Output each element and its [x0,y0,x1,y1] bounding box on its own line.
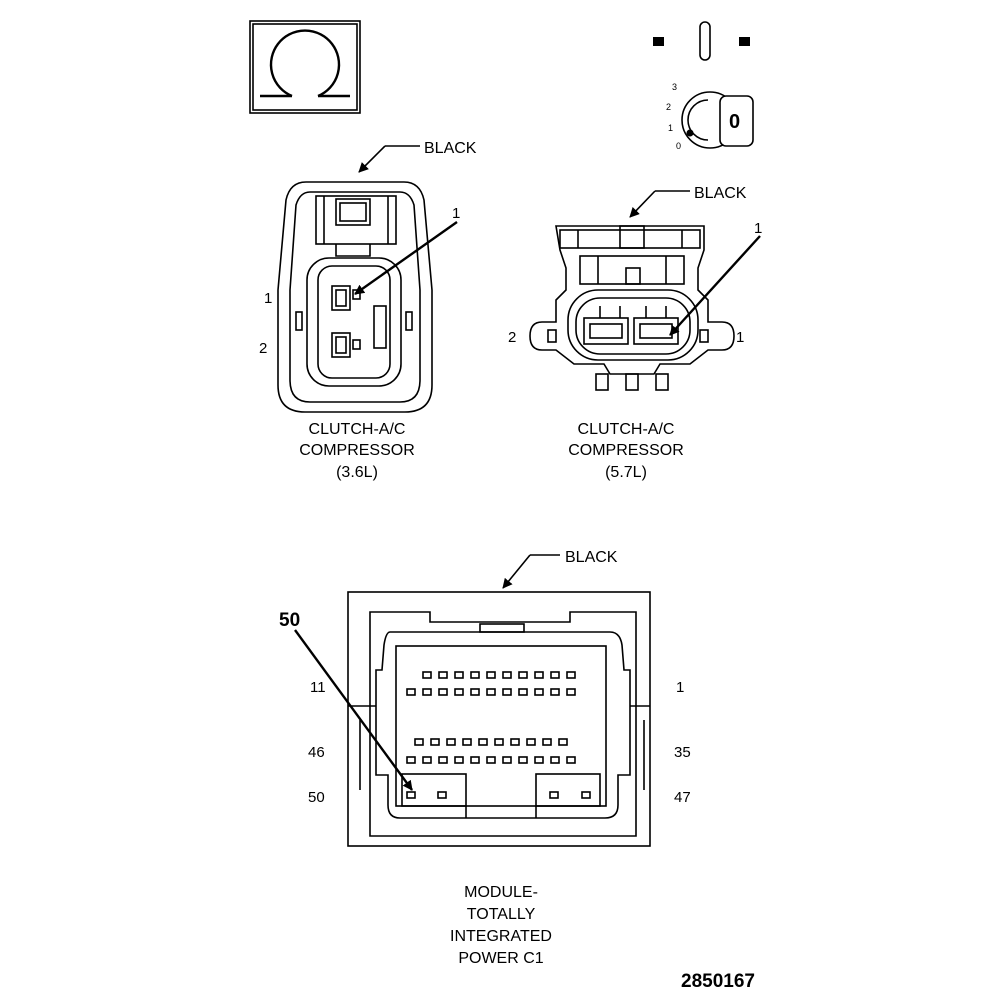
pin-cavity [478,738,488,746]
pin-cavity [438,756,448,764]
pin-cavity [494,738,504,746]
pin-label-47: 47 [674,789,691,806]
pin-cavity [510,738,520,746]
color-label: BLACK [565,549,618,566]
callout-pin-1: 1 [452,205,460,222]
pin-label-2: 2 [259,340,267,357]
ignition-key-icon: 3 2 1 0 0 [653,21,754,151]
callout-pin-1: 1 [754,220,762,237]
pin-cavity [437,791,447,799]
pin-cavity [518,688,528,696]
caption-line-1: MODULE- [464,884,538,901]
pin-cavity [462,738,472,746]
caption-line-2: COMPRESSOR [568,442,684,459]
pin-cavity [470,756,480,764]
pin-cavity [550,688,560,696]
pin-cavity [454,756,464,764]
callout-pin-50: 50 [279,610,300,631]
pin-cavity [438,671,448,679]
pin-label-1: 1 [736,329,744,346]
pin-cavity [566,671,576,679]
pin-cavity [438,688,448,696]
figure-id: 2850167 [681,971,755,992]
pin-cavity [470,688,480,696]
pin-cavity [422,671,432,679]
caption-line-3: (3.6L) [336,464,378,481]
pin-cavity [550,671,560,679]
pin-cavity [502,756,512,764]
connector-clutch-ac-5-7l: BLACK 1 2 1 CLUTCH-A/C COMPRESSOR (5.7L) [508,185,762,481]
pin-cavity [549,791,559,799]
caption-line-1: CLUTCH-A/C [309,421,406,438]
pin-cavity [406,688,416,696]
pin-cavity [581,791,591,799]
key-position-3: 3 [672,82,677,92]
pin-label-11: 11 [310,679,326,696]
pin-cavity [526,738,536,746]
pin-cavity [534,688,544,696]
pin-label-1: 1 [676,679,684,696]
pin-cavity [486,688,496,696]
pin-label-46: 46 [308,744,325,761]
pin-cavity [566,688,576,696]
key-position-0: 0 [676,141,681,151]
caption-line-1: CLUTCH-A/C [578,421,675,438]
pin-cavity [406,756,416,764]
pin-cavity [486,756,496,764]
connector-clutch-ac-3-6l: BLACK 1 1 2 CLUTCH-A/C COMPRESSOR (3.6L) [259,140,477,481]
caption-line-3: INTEGRATED [450,928,552,945]
pin-cavity [486,671,496,679]
key-label: 0 [729,111,740,133]
pin-cavity [430,738,440,746]
pin-cavity [422,756,432,764]
color-label: BLACK [424,140,477,157]
pin-cavity [534,756,544,764]
pin-grid [406,671,591,799]
pin-cavity [422,688,432,696]
caption-line-4: POWER C1 [458,950,543,967]
key-position-1: 1 [668,123,673,133]
connector-module-tipm-c1: BLACK 50 11 1 46 35 50 47 MODULE- TOTALL… [279,549,691,967]
color-label: BLACK [694,185,747,202]
pin-cavity [502,688,512,696]
pin-cavity [454,688,464,696]
ohm-symbol-icon [249,20,361,114]
pin-cavity [502,671,512,679]
pin-cavity [550,756,560,764]
pin-cavity [470,671,480,679]
pin-cavity [518,671,528,679]
pin-cavity [558,738,568,746]
caption-line-2: TOTALLY [467,906,536,923]
pin-cavity [414,738,424,746]
pin-cavity [534,671,544,679]
pin-label-2: 2 [508,329,516,346]
pin-cavity [406,791,416,799]
caption-line-2: COMPRESSOR [299,442,415,459]
caption-line-3: (5.7L) [605,464,647,481]
pin-cavity [454,671,464,679]
pin-cavity [542,738,552,746]
pin-cavity [566,756,576,764]
pin-label-35: 35 [674,744,691,761]
pin-cavity [446,738,456,746]
pin-label-50: 50 [308,789,325,806]
pin-label-1: 1 [264,290,272,307]
pin-cavity [518,756,528,764]
key-position-2: 2 [666,102,671,112]
